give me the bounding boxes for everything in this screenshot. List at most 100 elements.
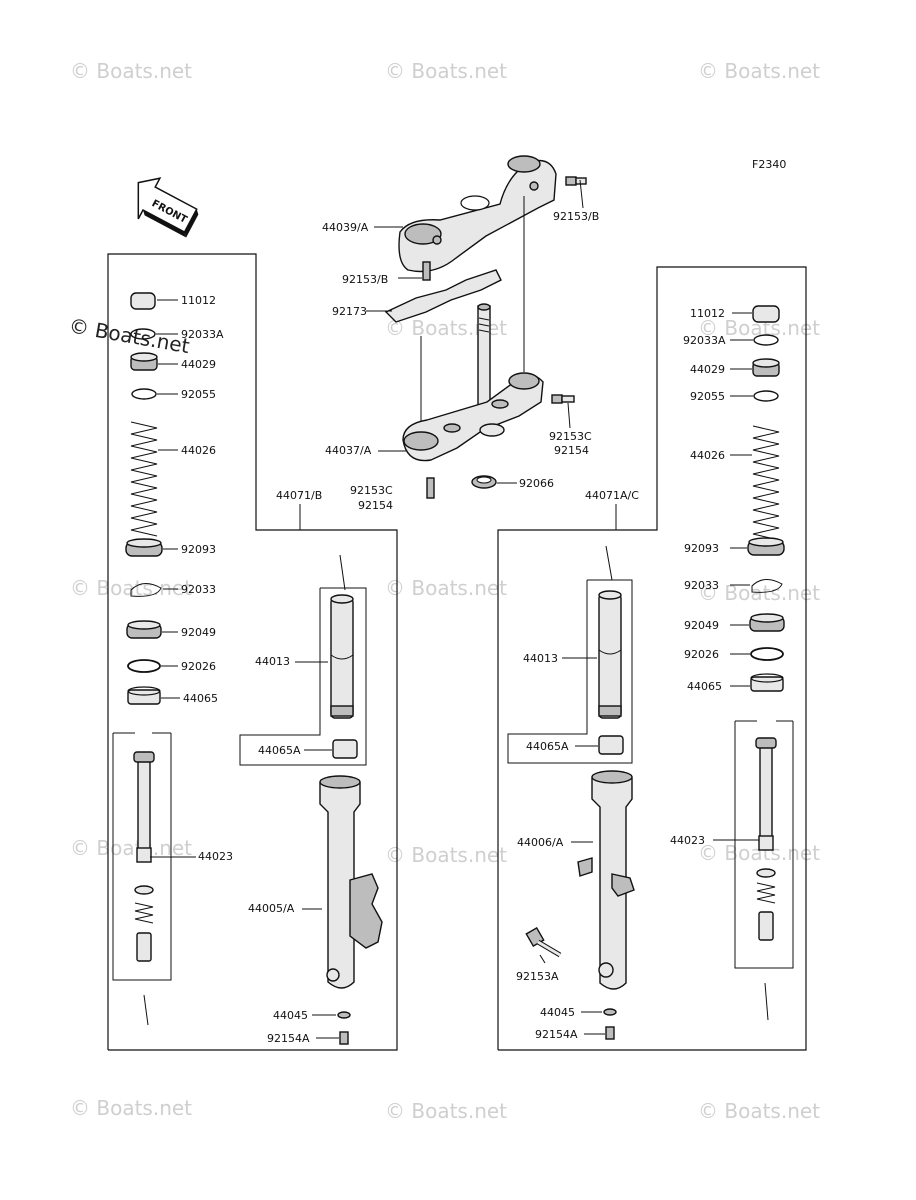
label-92026: 92026: [684, 648, 719, 661]
watermark: © Boats.net: [698, 581, 820, 605]
label-44013: 44013: [255, 655, 290, 668]
bracket-92173: 92173: [332, 269, 502, 323]
label-92033: 92033: [684, 579, 719, 592]
watermark: © Boats.net: [385, 59, 507, 83]
bushing-44065: 44065: [127, 686, 218, 705]
right-assembly-label: 44071A/C: [585, 489, 639, 502]
label-92154-right: 92154: [554, 444, 589, 457]
label-92173: 92173: [332, 305, 367, 318]
label-44029: 44029: [690, 363, 725, 376]
label-92153b-left: 92153/B: [342, 273, 388, 286]
label-92049: 92049: [181, 626, 216, 639]
label-92153c-left: 92153C: [350, 484, 393, 497]
left-fork-frame: [107, 253, 398, 1051]
label-92153c-right: 92153C: [549, 430, 592, 443]
seal-92093: 92093: [684, 537, 785, 556]
inner-tube-44013: 44013: [239, 554, 367, 766]
figure-code: F2340: [752, 158, 786, 171]
bolt-92154a: 92154A: [535, 1026, 615, 1041]
watermark: © Boats.net: [385, 843, 507, 867]
bolt-92154a: 92154A: [267, 1031, 349, 1045]
spring-44026: 44026: [130, 421, 216, 537]
washer-44045: 44045: [540, 1006, 617, 1019]
label-44029: 44029: [181, 358, 216, 371]
washer-92026: 92026: [127, 659, 216, 673]
outer-tube-44005a: 44005/A: [248, 775, 383, 989]
label-11012: 11012: [690, 307, 725, 320]
bushing-44065: 44065: [687, 673, 784, 693]
lower-bracket-44037a: 44037/A: [325, 372, 544, 462]
label-92154a: 92154A: [535, 1028, 578, 1041]
label-44045: 44045: [540, 1006, 575, 1019]
label-44006a: 44006/A: [517, 836, 564, 849]
outer-tube-44006a: 44006/A: [517, 770, 635, 990]
damper-44023: 44023: [112, 732, 233, 1026]
label-92033a: 92033A: [181, 328, 224, 341]
label-92154a: 92154A: [267, 1032, 310, 1045]
watermark: © Boats.net: [70, 836, 192, 860]
label-44045: 44045: [273, 1009, 308, 1022]
watermark: © Boats.net: [70, 1096, 192, 1120]
seal-92049: 92049: [126, 620, 216, 639]
watermark: © Boats.net: [70, 59, 192, 83]
label-92033a: 92033A: [683, 334, 726, 347]
washer-92026: 92026: [684, 647, 784, 661]
seal-92066: 92066: [471, 475, 554, 490]
left-fork-group: 44071/B 11012 92033A 44029 92055: [107, 253, 398, 1051]
clip-92033: 92033: [684, 579, 783, 593]
watermark: © Boats.net: [67, 313, 191, 358]
label-92055: 92055: [181, 388, 216, 401]
bolt-92153b: 92153/B: [342, 261, 431, 286]
watermark: © Boats.net: [698, 1099, 820, 1123]
right-fork-group: 44071A/C 11012 92033A 44029 92055 44026: [497, 266, 807, 1051]
oring-92055: 92055: [690, 390, 779, 403]
bolt-92153a: 92153A: [516, 926, 562, 983]
bolt-92153c-92154: 92153C 92154: [549, 394, 592, 457]
label-44039a: 44039/A: [322, 221, 369, 234]
oring-92055: 92055: [131, 388, 216, 401]
label-44023: 44023: [670, 834, 705, 847]
oring-92033a: 92033A: [683, 334, 779, 347]
label-44037a: 44037/A: [325, 444, 372, 457]
label-11012: 11012: [181, 294, 216, 307]
steering-group: 44039/A 92153/B 92153/B 92173: [322, 155, 599, 512]
inner-tube-44013: 44013: [507, 545, 633, 764]
watermark: © Boats.net: [385, 576, 507, 600]
label-44005a: 44005/A: [248, 902, 295, 915]
label-92049: 92049: [684, 619, 719, 632]
watermark: © Boats.net: [385, 1099, 507, 1123]
label-44013: 44013: [523, 652, 558, 665]
bolt-92153c-92154: 92153C 92154: [350, 477, 435, 512]
cap-11012: 11012: [130, 292, 216, 310]
spring-44026: 44026: [690, 425, 780, 541]
label-44065: 44065: [183, 692, 218, 705]
label-92055: 92055: [690, 390, 725, 403]
label-92066: 92066: [519, 477, 554, 490]
bushing-44065a: 44065A: [526, 735, 624, 755]
label-92093: 92093: [684, 542, 719, 555]
left-assembly-label: 44071/B: [276, 489, 322, 502]
upper-bracket-44039a: 44039/A: [322, 155, 557, 273]
spacer-44029: 44029: [690, 358, 780, 377]
label-92153b-right: 92153/B: [553, 210, 599, 223]
clip-92033: 92033: [130, 583, 216, 597]
label-92093: 92093: [181, 543, 216, 556]
label-44026: 44026: [690, 449, 725, 462]
washer-44045: 44045: [273, 1009, 351, 1022]
oring-92033a: 92033A: [130, 328, 224, 341]
damper-44023: 44023: [670, 720, 794, 1021]
cap-11012: 11012: [690, 305, 780, 323]
label-92154-left: 92154: [358, 499, 393, 512]
label-92033: 92033: [181, 583, 216, 596]
bushing-44065a: 44065A: [258, 739, 358, 759]
label-44065: 44065: [687, 680, 722, 693]
label-44065a: 44065A: [258, 744, 301, 757]
spacer-44029: 44029: [130, 352, 216, 371]
seal-92049: 92049: [684, 613, 785, 632]
label-44065a: 44065A: [526, 740, 569, 753]
front-arrow-icon: FRONT: [137, 177, 199, 238]
label-44023: 44023: [198, 850, 233, 863]
watermark: © Boats.net: [698, 59, 820, 83]
bolt-92153b: 92153/B: [553, 176, 599, 223]
